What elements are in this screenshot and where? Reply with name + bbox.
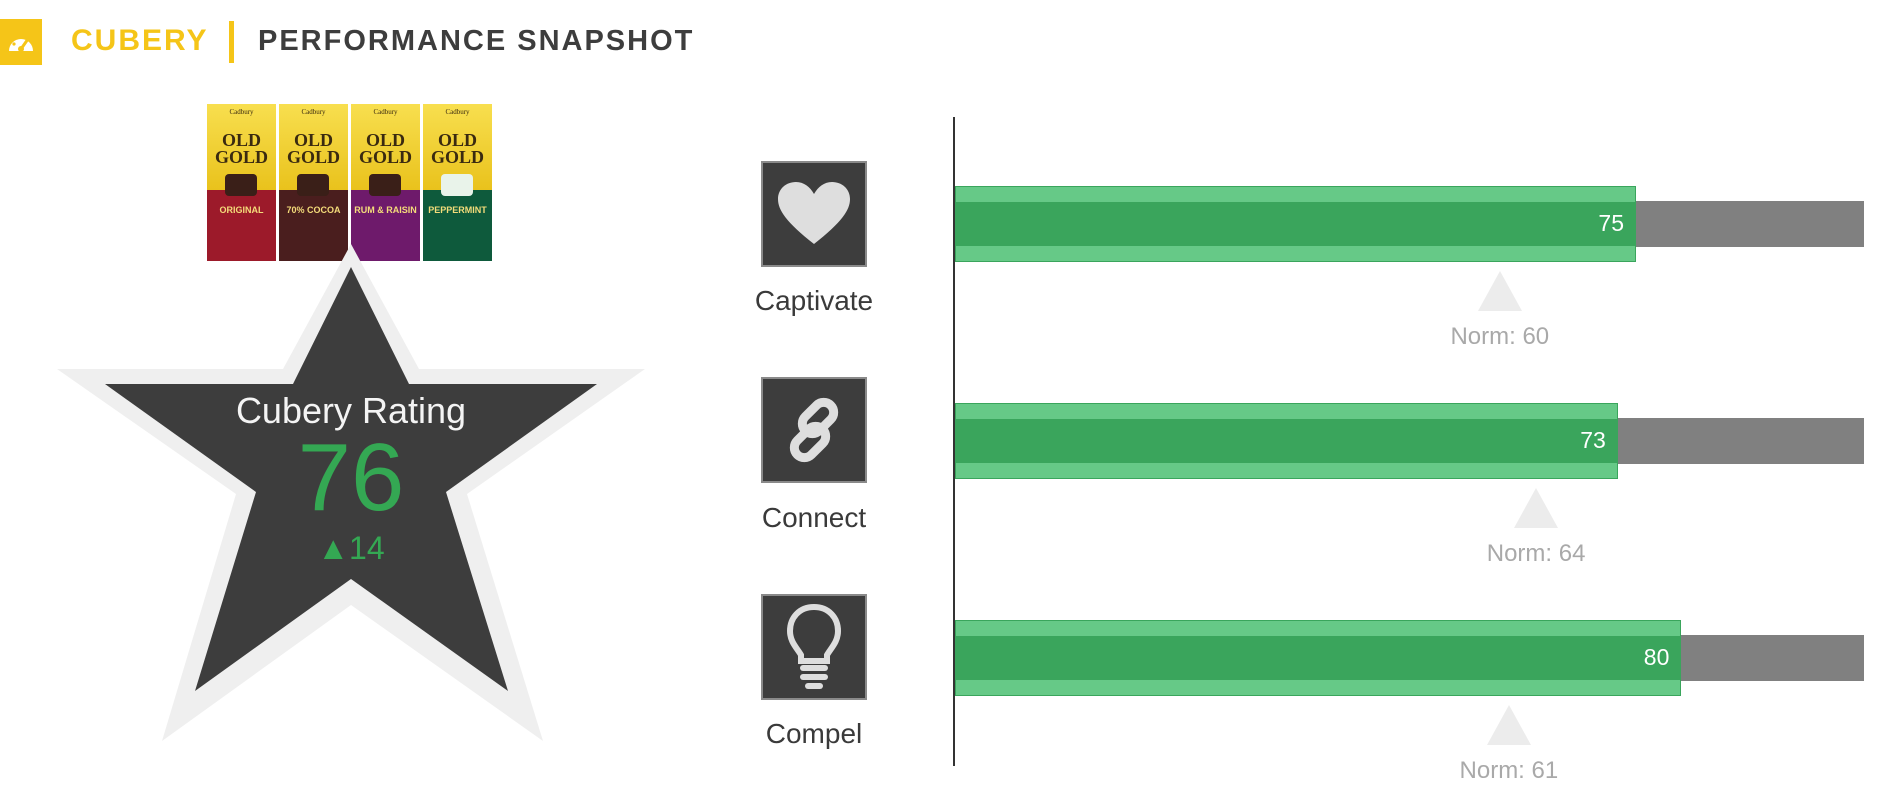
pack-name: OLD GOLD bbox=[430, 130, 484, 167]
norm-label: Norm: 60 bbox=[1450, 323, 1550, 350]
lightbulb-icon bbox=[761, 594, 867, 700]
pack-flavor: 70% COCOA bbox=[286, 205, 341, 215]
bar-value-label: 80 bbox=[1643, 644, 1670, 670]
pack-flavor: PEPPERMINT bbox=[428, 205, 487, 215]
pack-brand: Cadbury bbox=[373, 108, 398, 116]
link-icon bbox=[761, 377, 867, 483]
header: CUBERY PERFORMANCE SNAPSHOT bbox=[0, 19, 900, 65]
bar-track bbox=[955, 418, 1864, 464]
product-pack-rum-raisin: Cadbury OLD GOLD RUM & RAISIN bbox=[351, 104, 420, 261]
product-pack-original: Cadbury OLD GOLD ORIGINAL bbox=[207, 104, 276, 261]
metric-label-connect: Connect bbox=[761, 502, 867, 533]
page-title: PERFORMANCE SNAPSHOT bbox=[258, 25, 695, 57]
pack-flavor: ORIGINAL bbox=[219, 205, 264, 215]
pack-name: OLD GOLD bbox=[214, 130, 268, 167]
norm-marker bbox=[1477, 271, 1522, 311]
product-pack-peppermint: Cadbury OLD GOLD PEPPERMINT bbox=[423, 104, 492, 261]
norm-marker bbox=[1486, 705, 1531, 745]
rating-star: Cubery Rating 76 ▲14 bbox=[57, 244, 645, 744]
metric-label-captivate: Captivate bbox=[754, 285, 874, 316]
metric-label-compel: Compel bbox=[765, 718, 863, 749]
header-divider bbox=[229, 21, 234, 63]
bar-value-label: 75 bbox=[1598, 210, 1624, 236]
star-icon bbox=[57, 244, 645, 741]
rating-label: Cubery Rating bbox=[235, 390, 467, 431]
product-pack-cocoa: Cadbury OLD GOLD 70% COCOA bbox=[279, 104, 348, 261]
norm-label: Norm: 64 bbox=[1486, 540, 1586, 567]
chart-axis bbox=[953, 117, 955, 766]
bar-track bbox=[955, 201, 1864, 247]
bar-track bbox=[955, 635, 1864, 681]
bar-value-label: 73 bbox=[1580, 427, 1606, 453]
pack-name: OLD GOLD bbox=[358, 130, 412, 167]
norm-label: Norm: 61 bbox=[1459, 757, 1559, 784]
pack-flavor: RUM & RAISIN bbox=[354, 205, 417, 215]
pack-brand: Cadbury bbox=[301, 108, 326, 116]
rating-change: ▲14 bbox=[317, 530, 385, 566]
bar-compel bbox=[955, 620, 1682, 696]
bar-connect bbox=[955, 403, 1618, 479]
pack-brand: Cadbury bbox=[445, 108, 470, 116]
norm-marker bbox=[1514, 488, 1559, 528]
speedometer-icon bbox=[0, 19, 42, 65]
bar-captivate bbox=[955, 186, 1636, 262]
pack-brand: Cadbury bbox=[229, 108, 254, 116]
pack-name: OLD GOLD bbox=[286, 130, 340, 167]
product-image: Cadbury OLD GOLD ORIGINAL Cadbury OLD GO… bbox=[207, 104, 494, 261]
rating-value: 76 bbox=[297, 424, 405, 531]
heart-icon bbox=[761, 161, 867, 267]
brand-name: CUBERY bbox=[71, 24, 209, 57]
